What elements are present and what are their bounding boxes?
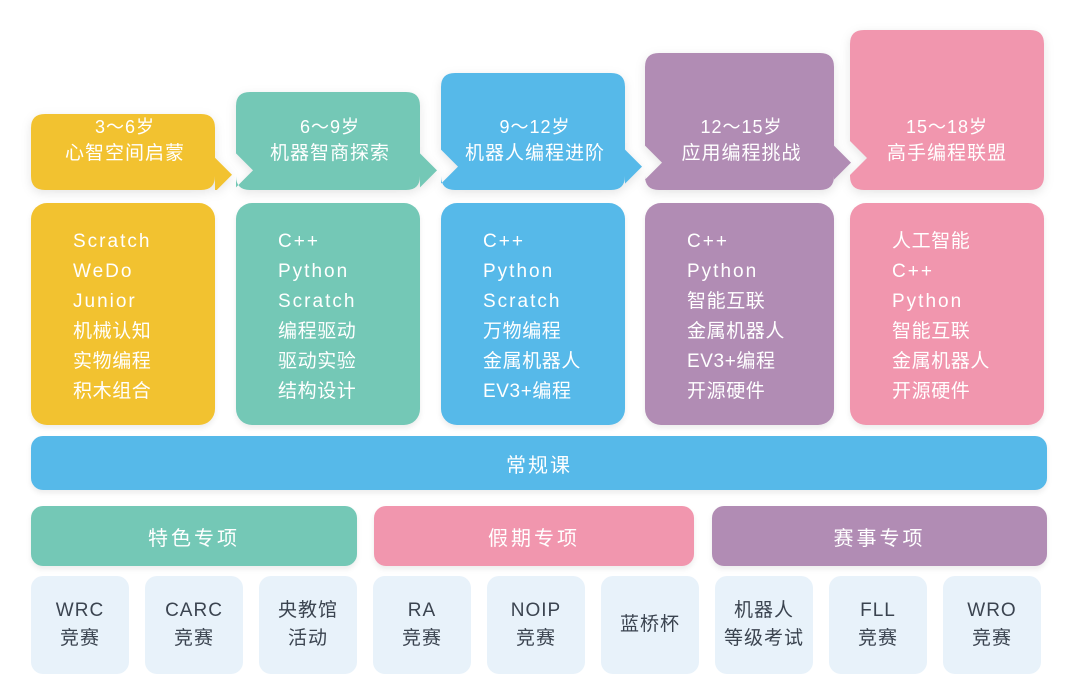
competition-tile-line1: FLL (860, 599, 896, 621)
course-item: Python (278, 261, 350, 282)
competition-tile-line1: CARC (165, 599, 223, 621)
competition-tile-line1: WRC (55, 599, 105, 621)
course-item: Scratch (73, 231, 152, 252)
regular-course-bar[interactable]: 常规课 (31, 436, 1047, 490)
stage-pill-text: 9～12岁机器人编程进阶 (441, 114, 642, 168)
course-item: C++ (892, 261, 934, 282)
stage-pill-2[interactable]: 6～9岁机器智商探索 (236, 92, 437, 190)
competition-tile-line2: 竞赛 (857, 628, 898, 649)
course-item: EV3+编程 (687, 351, 776, 372)
course-item: WeDo (73, 261, 134, 282)
course-item: 积木组合 (73, 381, 152, 402)
stage-pill-1[interactable]: 3～6岁心智空间启蒙 (31, 114, 232, 190)
competition-tile-5[interactable]: NOIP 竞赛 (487, 576, 585, 674)
course-item: Junior (73, 291, 137, 312)
competition-tile-line2: 竞赛 (971, 628, 1012, 649)
competition-tile-line1: 机器人 (733, 599, 794, 621)
stage-age-range: 3～6岁 (94, 117, 156, 138)
course-card-4[interactable]: C++ Python 智能互联金属机器人 EV3+编程开源硬件 (645, 203, 834, 425)
competition-tile-1[interactable]: WRC 竞赛 (31, 576, 129, 674)
course-item: C++ (483, 231, 525, 252)
course-item: 万物编程 (483, 321, 562, 342)
special-track-row: 特色专项 假期专项 赛事专项 (0, 506, 1080, 566)
competition-tile-3[interactable]: 央教馆活动 (259, 576, 357, 674)
special-track-label: 赛事专项 (833, 527, 926, 550)
course-item: 实物编程 (73, 351, 152, 372)
special-track-label: 特色专项 (148, 527, 240, 550)
competition-tile-9[interactable]: WRO 竞赛 (943, 576, 1041, 674)
course-item: C++ (687, 231, 729, 252)
stage-pill-shape (645, 53, 851, 190)
competition-tile-line1: NOIP (510, 599, 562, 621)
special-track-3[interactable]: 赛事专项 (712, 506, 1047, 566)
special-track-1[interactable]: 特色专项 (31, 506, 357, 566)
regular-course-label: 常规课 (506, 454, 572, 477)
competition-tile-line1: RA (407, 599, 437, 621)
stage-pill-text: 6～9岁机器智商探索 (236, 114, 437, 168)
stage-title: 心智空间启蒙 (64, 143, 185, 165)
competition-tile-line2: 竞赛 (515, 628, 556, 649)
stage-pill-text: 12～15岁应用编程挑战 (645, 114, 851, 168)
course-item: Scratch (483, 291, 562, 312)
competition-tile-8[interactable]: FLL 竞赛 (829, 576, 927, 674)
competition-tile-line1: 央教馆 (277, 599, 338, 621)
stage-pill-4[interactable]: 12～15岁应用编程挑战 (645, 53, 851, 190)
competition-tile-row: WRC 竞赛 CARC 竞赛 央教馆活动 RA 竞赛 NOIP 竞赛 蓝桥杯 机器人等级考试 FLL 竞… (0, 576, 1080, 674)
competition-tile-2[interactable]: CARC 竞赛 (145, 576, 243, 674)
course-item: 金属机器人 (483, 351, 582, 372)
competition-tile-line1: 蓝桥杯 (619, 613, 680, 635)
stage-age-range: 15～18岁 (905, 117, 989, 138)
course-item: EV3+编程 (483, 381, 572, 402)
course-item: C++ (278, 231, 320, 252)
stage-pill-shape (31, 114, 232, 190)
course-item: 编程驱动 (278, 321, 357, 342)
course-item: 金属机器人 (892, 351, 991, 372)
stage-pill-shape (441, 73, 642, 190)
course-item: 机械认知 (73, 321, 152, 342)
course-item: Python (892, 291, 964, 312)
competition-tile-line2: 竞赛 (173, 628, 214, 649)
course-item: 人工智能 (892, 231, 971, 252)
course-item: Scratch (278, 291, 357, 312)
stage-age-range: 12～15岁 (700, 117, 783, 138)
competition-tile-7[interactable]: 机器人等级考试 (715, 576, 813, 674)
stage-title: 应用编程挑战 (681, 143, 802, 165)
course-item: 智能互联 (687, 291, 766, 312)
competition-tile-line2: 竞赛 (59, 628, 100, 649)
course-item: 驱动实验 (278, 351, 357, 372)
course-item: Python (687, 261, 759, 282)
stage-pill-text: 15～18岁高手编程联盟 (850, 114, 1044, 168)
competition-tile-line2: 活动 (287, 628, 328, 649)
stage-title: 机器智商探索 (269, 143, 390, 165)
course-item: 结构设计 (278, 381, 357, 402)
course-card-5[interactable]: 人工智能 C++ Python 智能互联金属机器人开源硬件 (850, 203, 1044, 425)
competition-tile-line2: 等级考试 (723, 628, 804, 649)
stage-pill-shape (850, 30, 1044, 190)
special-track-label: 假期专项 (488, 527, 580, 550)
competition-tile-6[interactable]: 蓝桥杯 (601, 576, 699, 674)
course-item: 金属机器人 (687, 321, 786, 342)
stage-pill-3[interactable]: 9～12岁机器人编程进阶 (441, 73, 642, 190)
competition-tile-line2: 竞赛 (401, 628, 442, 649)
stage-pill-text: 3～6岁心智空间启蒙 (31, 114, 232, 168)
stage-title: 机器人编程进阶 (464, 143, 605, 165)
course-item: 智能互联 (892, 321, 971, 342)
stage-pill-5[interactable]: 15～18岁高手编程联盟 (850, 30, 1044, 190)
course-item: 开源硬件 (892, 381, 971, 402)
stage-title: 高手编程联盟 (886, 143, 1007, 165)
stage-age-range: 9～12岁 (499, 117, 571, 138)
competition-tile-line1: WRO (967, 599, 1017, 621)
competition-tile-4[interactable]: RA 竞赛 (373, 576, 471, 674)
stage-age-range: 6～9岁 (299, 117, 361, 138)
stage-pill-shape (236, 92, 437, 190)
special-track-2[interactable]: 假期专项 (374, 506, 694, 566)
course-item: Python (483, 261, 555, 282)
course-item: 开源硬件 (687, 381, 766, 402)
